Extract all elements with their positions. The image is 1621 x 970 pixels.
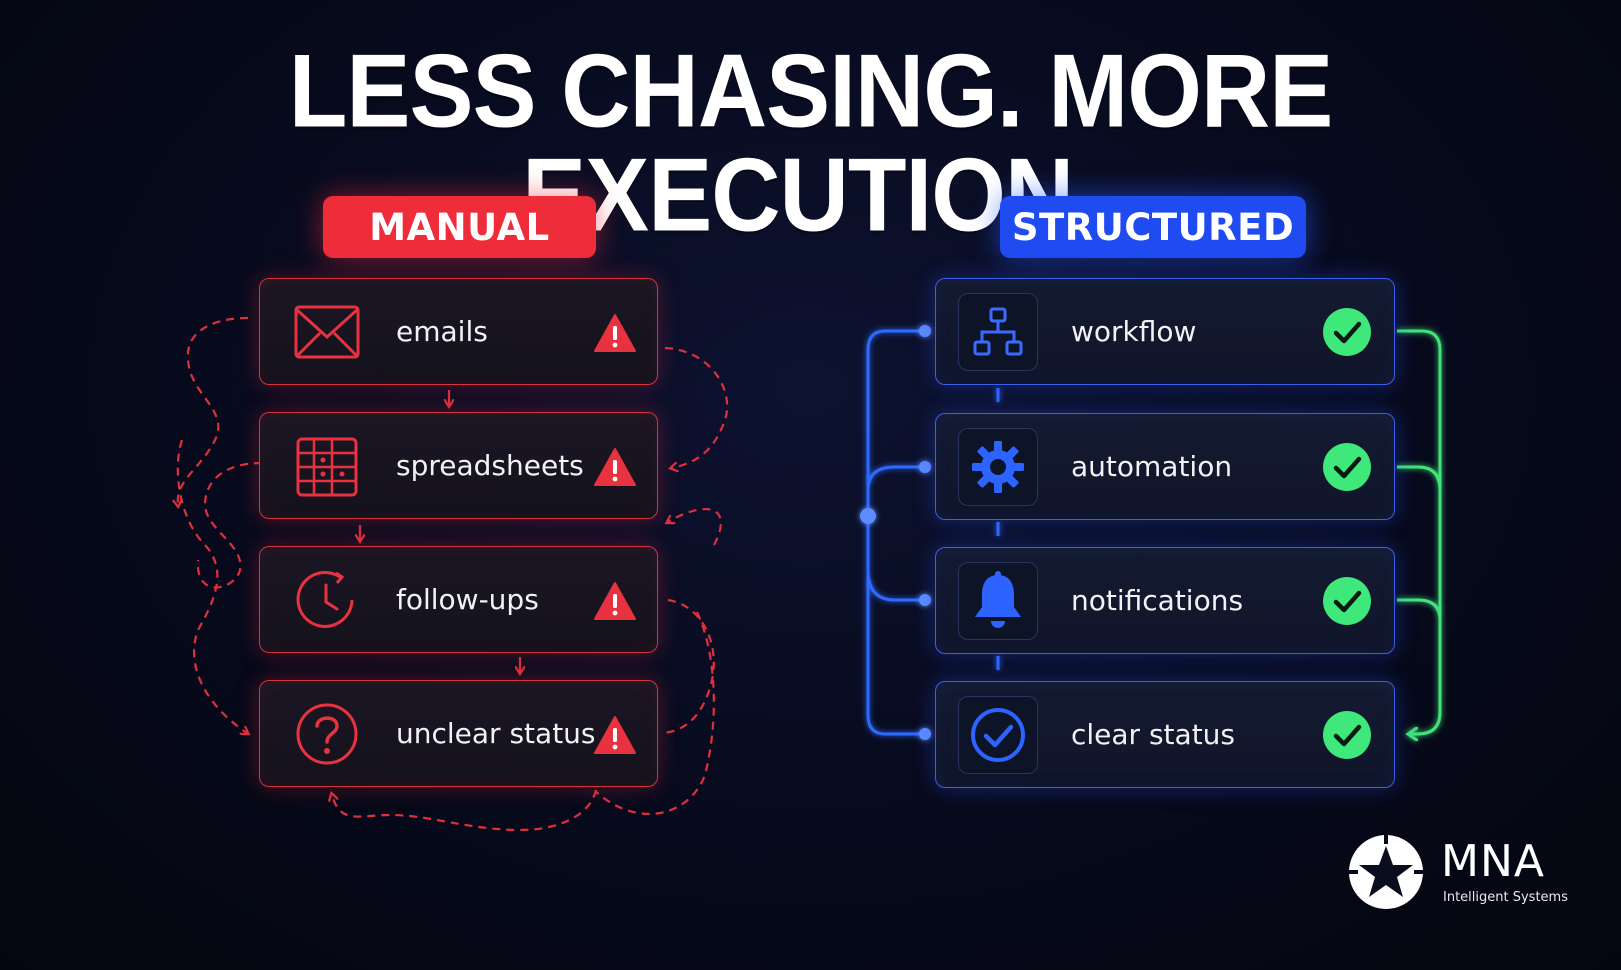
clock-icon — [296, 570, 354, 628]
manual-card-emails: emails — [259, 278, 658, 385]
bell-icon — [975, 571, 1021, 628]
manual-card-spreadsheets: spreadsheets — [259, 412, 658, 519]
envelope-icon — [294, 305, 360, 359]
structured-card-automation: automation — [935, 413, 1395, 520]
star-logo-icon — [1348, 834, 1424, 909]
headline: LESS CHASING. MORE EXECUTION. — [288, 33, 1333, 254]
question-icon — [296, 703, 358, 765]
warning-icon — [594, 716, 636, 754]
manual-item-label: emails — [396, 315, 488, 348]
structured-item-label: workflow — [1071, 315, 1197, 348]
manual-card-unclear-status: unclear status — [259, 680, 658, 787]
check-icon — [1323, 577, 1371, 625]
warning-icon — [594, 582, 636, 620]
structured-connectors — [866, 329, 1000, 736]
logo-name: MNA — [1441, 836, 1545, 887]
manual-card-follow-ups: follow-ups — [259, 546, 658, 653]
structured-item-label: clear status — [1071, 718, 1236, 751]
check-icon — [1323, 711, 1371, 759]
structured-label: STRUCTURED — [1000, 196, 1306, 258]
check-icon — [1323, 443, 1371, 491]
manual-item-label: follow-ups — [396, 583, 539, 616]
structured-item-label: notifications — [1071, 584, 1244, 617]
logo-tagline: Intelligent Systems — [1443, 890, 1568, 905]
warning-icon — [594, 314, 636, 352]
structured-card-clear-status: clear status — [935, 681, 1395, 788]
check-icon — [1323, 308, 1371, 356]
gear-icon — [972, 441, 1024, 493]
structured-card-notifications: notifications — [935, 547, 1395, 654]
structured-item-label: automation — [1071, 450, 1233, 483]
manual-item-label: unclear status — [396, 717, 596, 750]
brand-logo: MNA Intelligent Systems — [1346, 832, 1568, 912]
structured-card-workflow: workflow — [935, 278, 1395, 385]
icon-tile — [958, 562, 1038, 640]
icon-tile — [958, 293, 1038, 371]
icon-tile — [958, 696, 1038, 774]
completion-connectors — [1397, 329, 1442, 734]
warning-icon — [594, 448, 636, 486]
spreadsheet-icon — [296, 437, 358, 497]
manual-item-label: spreadsheets — [396, 449, 584, 482]
icon-tile — [958, 428, 1038, 506]
workflow-icon — [973, 307, 1023, 356]
check-circle-icon — [971, 708, 1025, 762]
manual-label: MANUAL — [323, 196, 596, 258]
